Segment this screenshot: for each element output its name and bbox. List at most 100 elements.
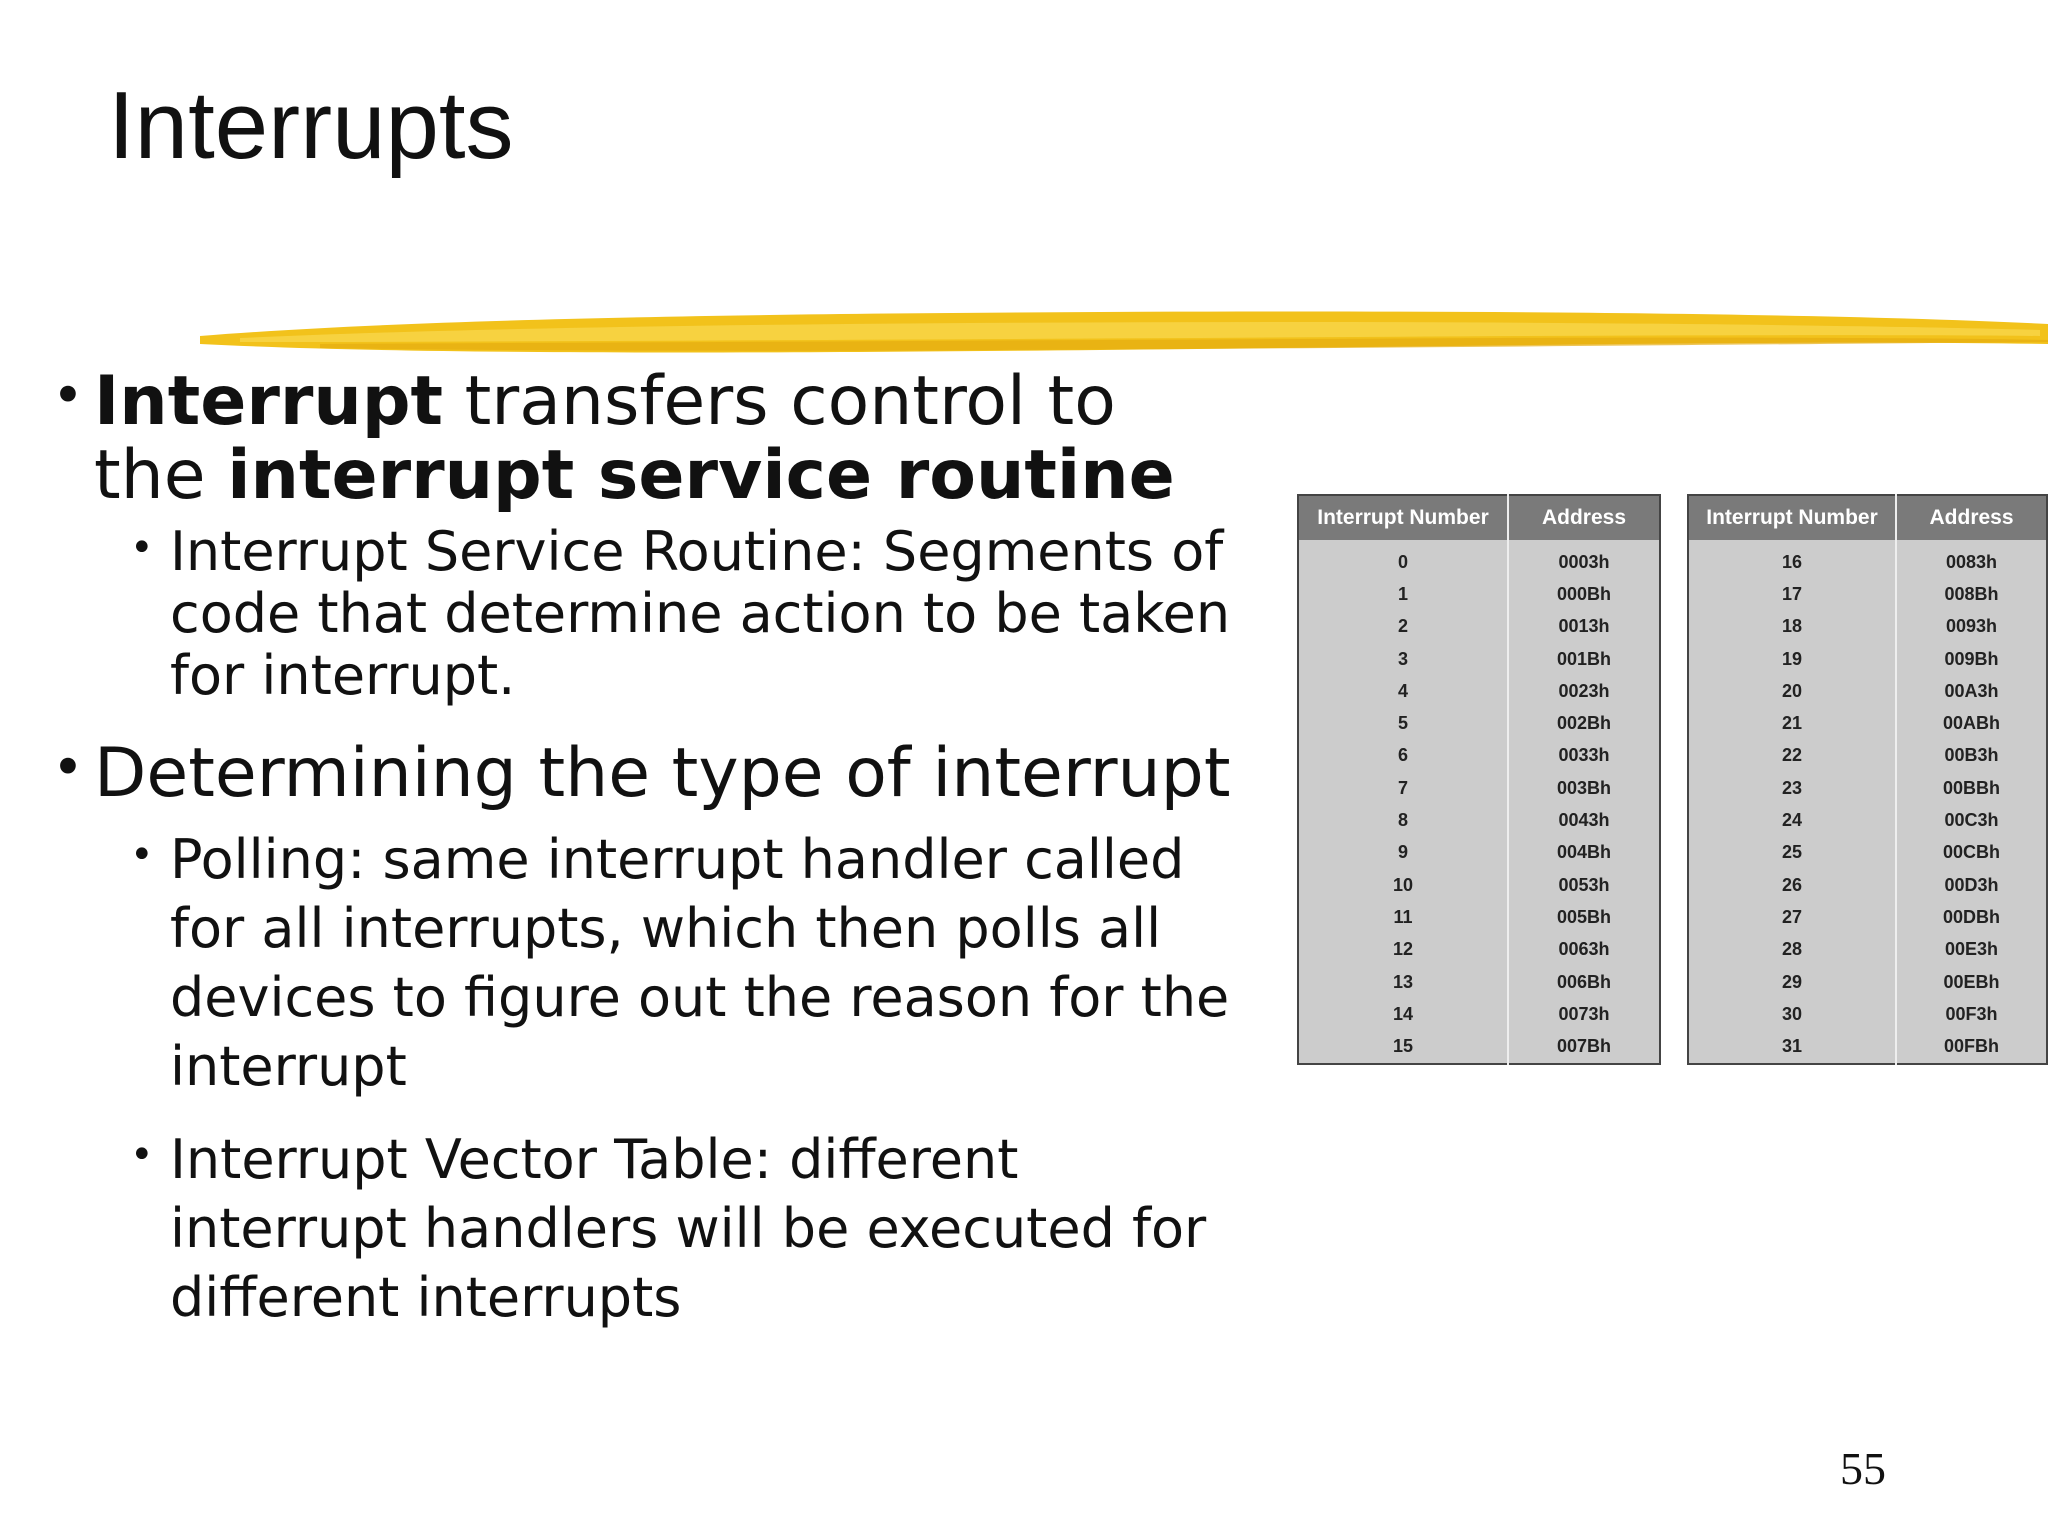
bullet-text: Determining the type of interrupt <box>94 734 1231 813</box>
address-cell: 0043h <box>1558 810 1610 831</box>
table-row: 27 00DBh <box>1688 901 2047 934</box>
interrupt-number-cell: 14 <box>1298 998 1509 1031</box>
table-row: 23 00BBh <box>1688 772 2047 805</box>
table-row: 22 00B3h <box>1688 739 2047 773</box>
interrupt-number-cell: 12 <box>1298 933 1509 966</box>
table-row: 16 0083h <box>1688 540 2047 579</box>
bullet-dot: • <box>52 736 84 799</box>
address-cell: 008Bh <box>1944 583 1999 604</box>
address-cell: 0013h <box>1558 616 1610 637</box>
address-cell: 00A3h <box>1944 680 1999 701</box>
interrupt-number-cell: 9 <box>1298 836 1509 869</box>
sub-bullet-isr: • Interrupt Service Routine: Segments of… <box>52 521 1232 707</box>
sub-bullet-vector-table: • Interrupt Vector Table: different inte… <box>52 1125 1232 1332</box>
bullet-dot: • <box>130 525 154 571</box>
interrupt-number-cell: 18 <box>1688 610 1898 643</box>
interrupt-number-cell: 13 <box>1298 965 1509 999</box>
address-cell: 007Bh <box>1556 1036 1612 1057</box>
table-row: 31 00FBh <box>1688 1030 2047 1064</box>
interrupt-number-cell: 0 <box>1298 540 1509 579</box>
bullet-dot: • <box>130 1132 154 1178</box>
address-cell: 0083h <box>1946 551 1998 572</box>
table-row: 9 004Bh <box>1298 836 1660 869</box>
address-cell: 0073h <box>1558 1003 1610 1024</box>
sub-bullet-text: Interrupt Service Routine: Segments of c… <box>170 520 1231 707</box>
interrupt-number-cell: 30 <box>1688 998 1898 1031</box>
interrupt-number-cell: 17 <box>1688 578 1898 611</box>
address-cell: 00DBh <box>1943 906 2001 927</box>
interrupt-number-cell: 1 <box>1298 578 1509 611</box>
page-number: 55 <box>1840 1443 1886 1494</box>
address-cell: 006Bh <box>1556 971 1612 992</box>
address-cell: 00E3h <box>1945 939 1999 960</box>
bullet-dot: • <box>130 832 154 878</box>
address-cell: 0023h <box>1558 680 1610 701</box>
table-row: 8 0043h <box>1298 804 1660 837</box>
address-cell: 00BBh <box>1943 777 2001 798</box>
interrupt-number-cell: 29 <box>1688 965 1898 999</box>
table-row: 6 0033h <box>1298 739 1660 773</box>
slide-title: Interrupts <box>108 72 514 179</box>
address-cell: 00F3h <box>1945 1003 1998 1024</box>
table-row: 5 002Bh <box>1298 707 1660 740</box>
interrupt-number-cell: 24 <box>1688 804 1898 837</box>
table-row: 0 0003h <box>1298 540 1660 579</box>
interrupt-number-cell: 23 <box>1688 772 1898 805</box>
interrupt-number-cell: 31 <box>1688 1030 1898 1064</box>
bullet-interrupt: • Interrupt transfers control to the int… <box>52 362 1232 515</box>
interrupt-number-cell: 11 <box>1298 901 1509 934</box>
interrupt-number-cell: 21 <box>1688 707 1898 740</box>
interrupt-number-cell: 2 <box>1298 610 1509 643</box>
interrupt-number-cell: 26 <box>1688 868 1898 902</box>
address-cell: 00B3h <box>1944 745 1999 766</box>
table-row: 30 00F3h <box>1688 998 2047 1031</box>
address-cell: 001Bh <box>1556 648 1612 669</box>
address-cell: 00EBh <box>1943 971 2000 992</box>
table-row: 12 0063h <box>1298 933 1660 966</box>
address-cell: 0053h <box>1558 874 1610 895</box>
interrupt-number-cell: 5 <box>1298 707 1509 740</box>
bold-term-interrupt: Interrupt <box>94 362 443 441</box>
interrupt-number-cell: 22 <box>1688 739 1898 773</box>
address-cell: 00ABh <box>1943 713 2001 734</box>
sub-bullet-text: Interrupt Vector Table: different interr… <box>170 1128 1207 1329</box>
address-cell: 00CBh <box>1943 842 2001 863</box>
address-cell: 002Bh <box>1556 713 1612 734</box>
bullet-dot: • <box>52 364 84 427</box>
address-cell: 00D3h <box>1944 874 1999 895</box>
table-row: 15 007Bh <box>1298 1030 1660 1064</box>
address-cell: 0003h <box>1558 551 1610 572</box>
table-row: 14 0073h <box>1298 998 1660 1031</box>
address-cell: 0063h <box>1558 939 1610 960</box>
slide-body: • Interrupt transfers control to the int… <box>52 362 1232 1332</box>
interrupt-number-cell: 19 <box>1688 642 1898 676</box>
table-row: 26 00D3h <box>1688 868 2047 902</box>
table-row: 20 00A3h <box>1688 675 2047 708</box>
interrupt-number-cell: 6 <box>1298 739 1509 773</box>
interrupt-number-cell: 15 <box>1298 1030 1509 1064</box>
address-cell: 009Bh <box>1944 648 1999 669</box>
interrupt-number-cell: 20 <box>1688 675 1898 708</box>
address-cell: 0033h <box>1558 745 1610 766</box>
bullet-determining-type: • Determining the type of interrupt <box>52 734 1232 813</box>
yellow-brush-stroke <box>200 311 2048 353</box>
interrupt-number-cell: 8 <box>1298 804 1509 837</box>
sub-bullet-text: Polling: same interrupt handler called f… <box>170 828 1230 1098</box>
interrupt-number-cell: 16 <box>1688 540 1898 579</box>
table-row: 4 0023h <box>1298 675 1660 708</box>
address-cell: 004Bh <box>1556 842 1612 863</box>
table-row: 13 006Bh <box>1298 965 1660 999</box>
bullet-text: transfers control to the <box>94 362 1116 515</box>
sub-bullet-polling: • Polling: same interrupt handler called… <box>52 825 1232 1101</box>
interrupt-number-cell: 4 <box>1298 675 1509 708</box>
interrupt-number-cell: 27 <box>1688 901 1898 934</box>
address-cell: 00FBh <box>1944 1036 2000 1057</box>
